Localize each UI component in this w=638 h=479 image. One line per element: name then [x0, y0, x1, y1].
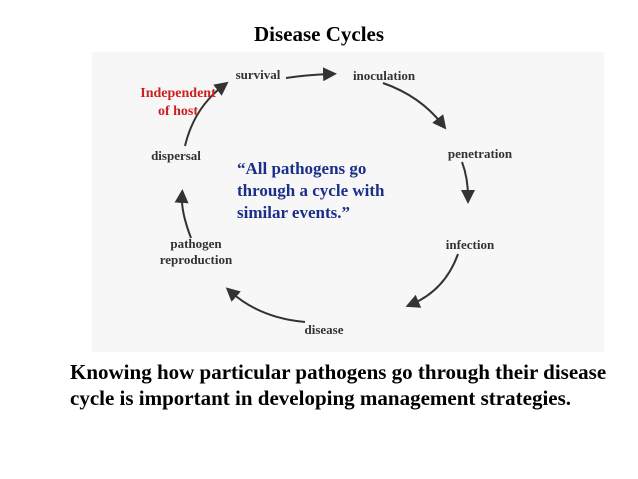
slide-title: Disease Cycles [253, 22, 385, 46]
cycle-arrow-disease-reproduction [225, 287, 306, 323]
node-survival: survival [236, 67, 281, 82]
cycle-arrow-inoculation-penetration [382, 82, 447, 130]
node-inoculation: inoculation [353, 68, 416, 83]
independent-of-host-note: Independent of host [128, 85, 228, 121]
node-disease: disease [305, 322, 344, 337]
slide-caption: Knowing how particular pathogens go thro… [70, 360, 607, 410]
cycle-arrow-survival-inoculation [285, 67, 337, 82]
pathogen-cycle-quote: “All pathogens go through a cycle with s… [237, 158, 437, 224]
node-pathogen-reproduction-line2: reproduction [160, 252, 233, 267]
cycle-arrow-reproduction-dispersal [174, 189, 192, 239]
note-line-1: Independent [140, 86, 216, 101]
cycle-arrow-dispersal-survival [184, 81, 229, 147]
quote-line-2: through a cycle with [237, 181, 385, 200]
node-dispersal: dispersal [151, 148, 201, 163]
quote-line-1: “All pathogens go [237, 159, 367, 178]
node-pathogen-reproduction-line1: pathogen [170, 236, 222, 251]
cycle-arrow-infection-disease [405, 253, 459, 308]
cycle-arrow-penetration-infection [460, 161, 475, 204]
node-infection: infection [446, 237, 495, 252]
note-line-2: of host [157, 104, 199, 119]
quote-line-3: similar events.” [237, 203, 351, 222]
node-penetration: penetration [448, 146, 513, 161]
